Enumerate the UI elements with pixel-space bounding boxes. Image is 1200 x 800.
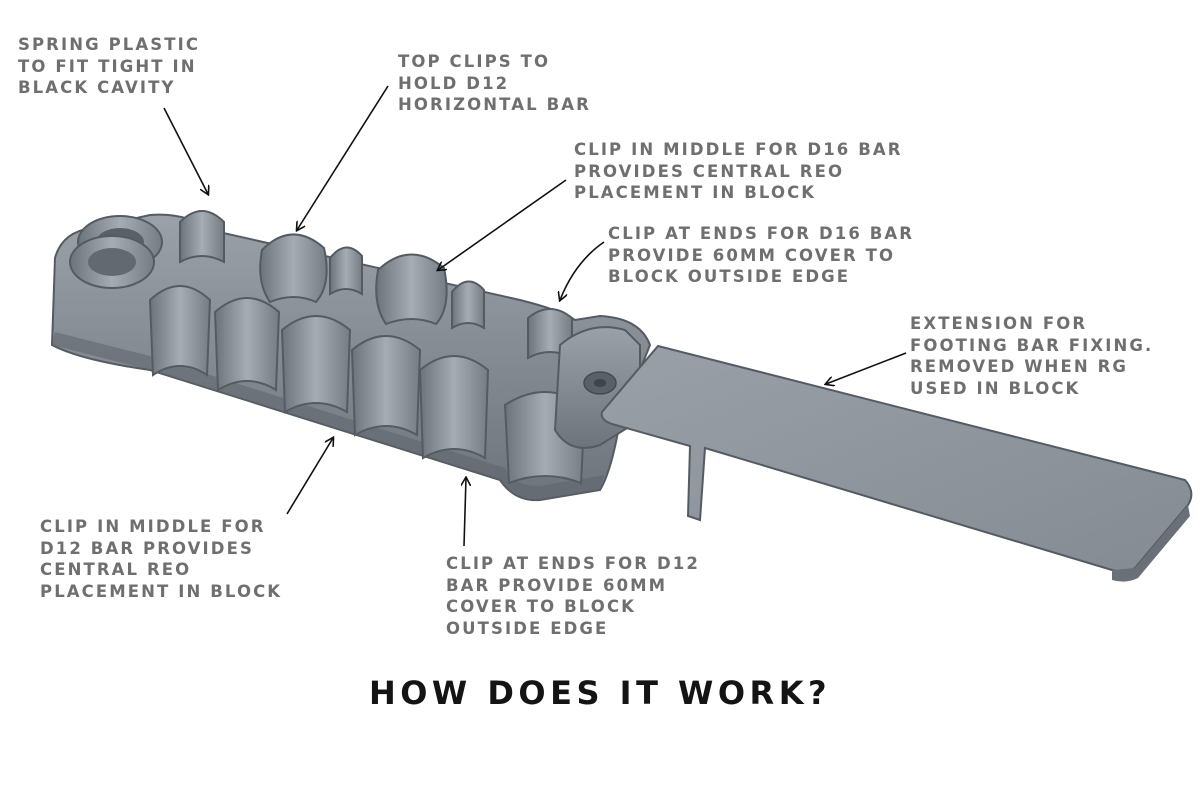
callout-spring-plastic: SPRING PLASTIC TO FIT TIGHT IN BLACK CAV… (18, 35, 201, 97)
arrow-middle-d16 (438, 179, 567, 270)
page-title: HOW DOES IT WORK? (368, 674, 832, 712)
arrow-middle-d12 (286, 438, 333, 515)
spacer-body (50, 213, 652, 502)
callout-top-clips: TOP CLIPS TO HOLD D12 HORIZONTAL BAR (398, 52, 591, 114)
bottom-clip-row (148, 285, 587, 485)
arrow-extension (826, 352, 907, 384)
leader-arrows (163, 85, 907, 547)
arrow-ends-d12 (464, 478, 466, 547)
callout-middle-d12: CLIP IN MIDDLE FOR D12 BAR PROVIDES CENT… (40, 517, 283, 601)
arrow-top-clips (297, 85, 389, 230)
arrow-ends-d16 (560, 241, 605, 300)
extension-plate (600, 344, 1193, 582)
callout-extension: EXTENSION FOR FOOTING BAR FIXING. REMOVE… (910, 314, 1154, 398)
callout-ends-d12: CLIP AT ENDS FOR D12 BAR PROVIDE 60MM CO… (446, 554, 700, 638)
callout-middle-d16: CLIP IN MIDDLE FOR D16 BAR PROVIDES CENT… (574, 140, 903, 202)
top-clip-row (179, 210, 573, 360)
callout-ends-d16: CLIP AT ENDS FOR D16 BAR PROVIDE 60MM CO… (608, 224, 915, 286)
left-ring-clip (69, 215, 163, 289)
arrow-spring-plastic (163, 107, 208, 194)
